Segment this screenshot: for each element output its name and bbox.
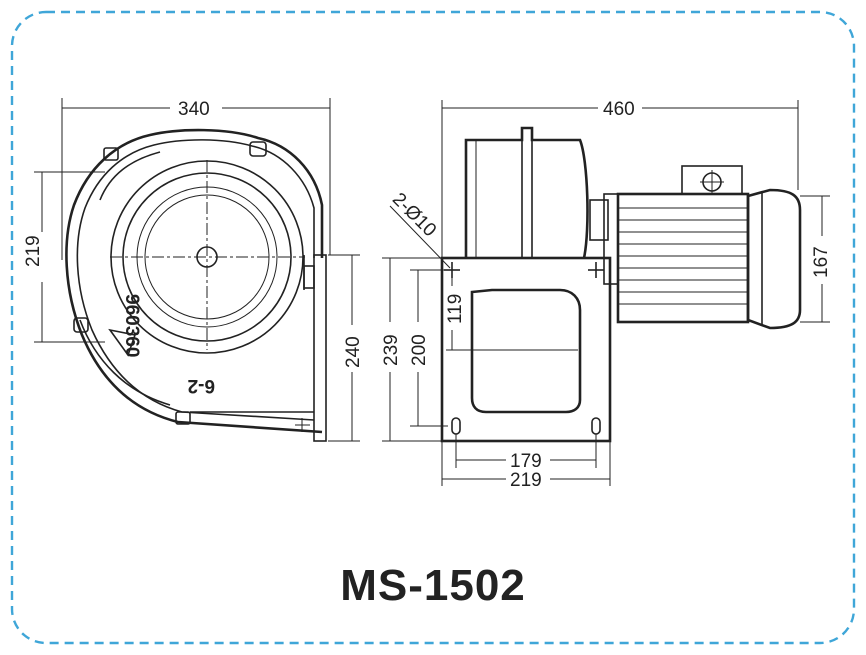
dim-height-219: 219 <box>23 235 44 267</box>
housing-label-small: 6-2 <box>188 375 215 396</box>
dim-hole-spacing-179: 179 <box>510 451 542 472</box>
dim-motor-167: 167 <box>811 246 832 278</box>
blower-side-view <box>440 126 802 443</box>
dim-hole-spacing-200: 200 <box>409 334 430 366</box>
dim-base-width-219: 219 <box>510 470 542 491</box>
dim-hole-callout: 2-Ø10 <box>388 189 440 241</box>
dim-width-340: 340 <box>178 99 210 120</box>
dim-depth-240: 240 <box>343 336 364 368</box>
left-view-dimensions: 340 219 240 <box>23 98 364 442</box>
right-view-dimensions: 460 167 2-Ø10 119 239 200 179 <box>381 99 832 491</box>
blower-front-view: 6-2 960360 <box>65 128 327 442</box>
dim-offset-119: 119 <box>445 294 466 324</box>
dim-base-height-239: 239 <box>381 334 402 366</box>
housing-label-vertical: 960360 <box>121 294 142 357</box>
model-title: MS-1502 <box>340 561 526 610</box>
dim-length-460: 460 <box>603 99 635 120</box>
dashed-border <box>10 10 856 645</box>
